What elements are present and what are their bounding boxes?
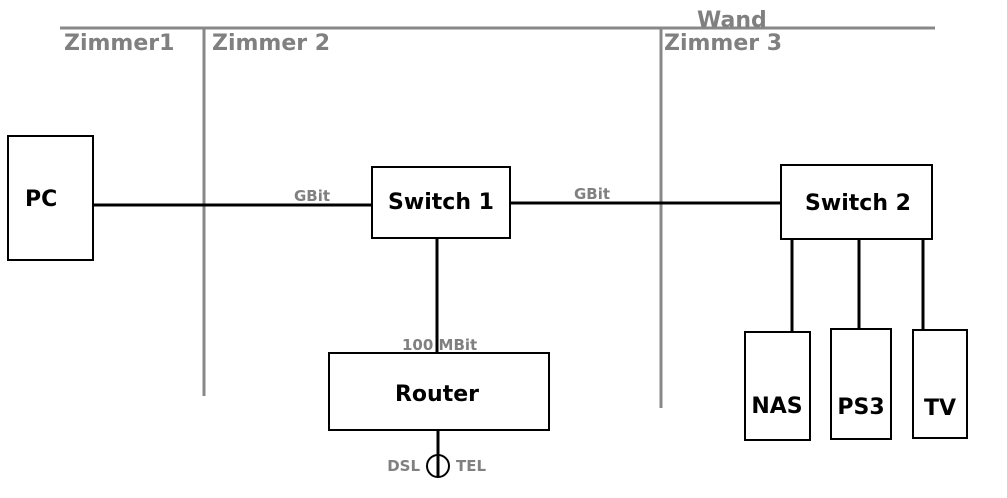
device-ps3: PS3 bbox=[830, 328, 892, 440]
device-router: Router bbox=[328, 352, 550, 431]
link-label-switch1-router: 100 MBit bbox=[402, 336, 477, 354]
room1-label: Zimmer1 bbox=[64, 31, 174, 56]
port-label-dsl: DSL bbox=[387, 457, 420, 475]
device-pc-label: PC bbox=[25, 187, 57, 212]
device-ps3-label: PS3 bbox=[837, 395, 884, 420]
device-switch1-label: Switch 1 bbox=[388, 190, 494, 215]
link-label-pc-switch1: GBit bbox=[294, 187, 330, 205]
device-pc: PC bbox=[7, 135, 94, 261]
wall-label: Wand bbox=[697, 8, 767, 33]
device-switch2: Switch 2 bbox=[780, 164, 933, 240]
room3-label: Zimmer 3 bbox=[664, 31, 782, 56]
port-label-tel: TEL bbox=[456, 457, 486, 475]
device-switch1: Switch 1 bbox=[371, 166, 511, 239]
room2-label: Zimmer 2 bbox=[212, 31, 330, 56]
device-switch2-label: Switch 2 bbox=[805, 191, 911, 216]
device-nas: NAS bbox=[744, 331, 811, 441]
device-nas-label: NAS bbox=[751, 394, 802, 419]
device-tv-label: TV bbox=[924, 396, 956, 421]
link-label-switch1-switch2: GBit bbox=[574, 185, 610, 203]
device-tv: TV bbox=[912, 329, 968, 439]
device-router-label: Router bbox=[395, 382, 479, 407]
